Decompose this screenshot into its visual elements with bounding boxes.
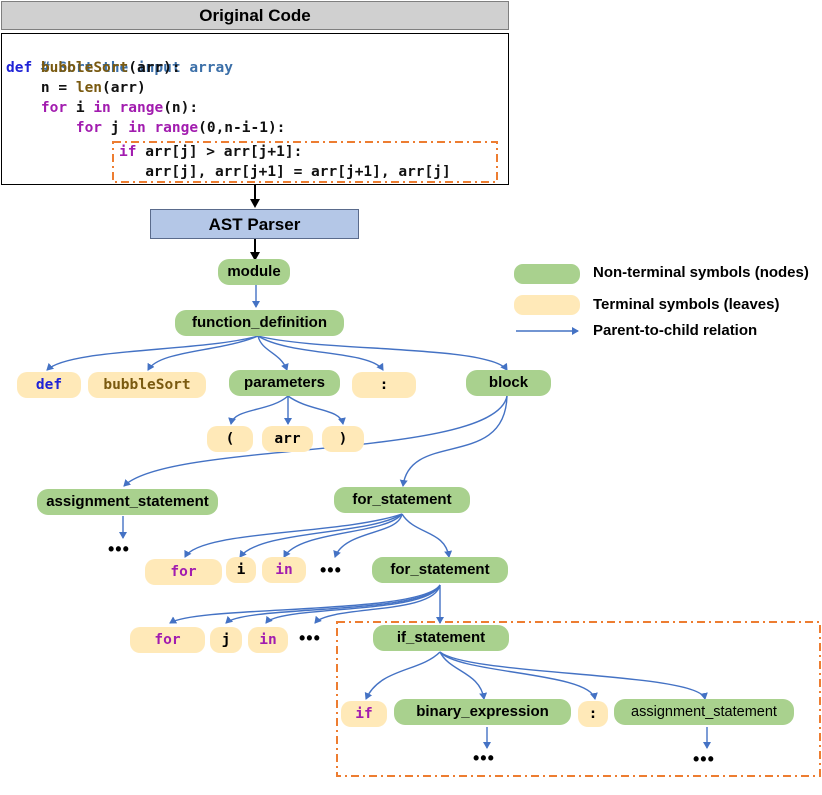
- code-keyword-in: in: [128, 120, 146, 136]
- code-text: arr[j] > arr[j+1]:: [136, 144, 303, 160]
- code-keyword-in: in: [93, 100, 111, 116]
- legend-relation-label: Parent-to-child relation: [593, 322, 758, 339]
- code-text: j: [102, 120, 129, 136]
- code-text: i: [67, 100, 94, 116]
- code-keyword-range: range: [154, 120, 199, 136]
- node-block: block: [466, 370, 551, 396]
- leaf-in-inner: in: [248, 627, 288, 653]
- code-panel: # Sort the input array def bubbleSort(ar…: [1, 33, 509, 185]
- code-keyword-if: if: [119, 144, 137, 160]
- code-keyword-for: for: [75, 120, 103, 136]
- code-line-2: def bubbleSort(arr):: [6, 58, 181, 78]
- ellipsis-assignment: •••: [108, 539, 130, 559]
- ellipsis-binary-expression: •••: [473, 748, 495, 768]
- edge-params-lparen: [228, 395, 289, 425]
- edge-params-rparen: [287, 395, 346, 425]
- ellipsis-assignment-inner: •••: [693, 749, 715, 769]
- legend-terminal-label: Terminal symbols (leaves): [593, 296, 780, 313]
- edge-for2-for: [169, 584, 441, 624]
- leaf-arr: arr: [262, 426, 313, 452]
- ellipsis-for-outer: •••: [320, 560, 342, 580]
- edge-if-colon: [439, 651, 598, 700]
- leaf-for-outer: for: [145, 559, 222, 585]
- code-text: n =: [40, 80, 76, 96]
- edge-funcdef-bubblesort: [147, 335, 259, 371]
- leaf-for-inner: for: [130, 627, 205, 653]
- edge-funcdef-colon: [257, 335, 384, 371]
- code-text: (arr):: [128, 60, 181, 76]
- leaf-lparen: (: [207, 426, 253, 452]
- leaf-bubblesort: bubbleSort: [88, 372, 206, 398]
- node-for-statement-outer: for_statement: [334, 487, 470, 513]
- leaf-rparen: ): [322, 426, 364, 452]
- node-binary-expression: binary_expression: [394, 699, 571, 725]
- node-parameters: parameters: [229, 370, 340, 396]
- code-line-1: # Sort the input array: [6, 38, 233, 98]
- code-text: (n):: [163, 100, 199, 116]
- leaf-if: if: [341, 701, 387, 727]
- edge-funcdef-block: [257, 335, 508, 371]
- code-text: arr[j], arr[j+1] = arr[j+1], arr[j]: [119, 164, 451, 180]
- node-function-definition: function_definition: [175, 310, 344, 336]
- edge-for1-i: [239, 513, 403, 558]
- code-text: (arr): [102, 80, 146, 96]
- ellipsis-for-inner: •••: [299, 628, 321, 648]
- ast-parser-box: AST Parser: [150, 209, 359, 239]
- node-for-statement-inner: for_statement: [372, 557, 508, 583]
- code-text: (0,n-i-1):: [198, 120, 286, 136]
- edge-block-for: [399, 395, 508, 487]
- node-assignment-statement: assignment_statement: [37, 489, 218, 515]
- code-keyword-range: range: [119, 100, 164, 116]
- code-line-5: for j in range(0,n-i-1):: [6, 118, 286, 138]
- edge-for2-j: [225, 584, 441, 624]
- edge-for1-for2: [401, 513, 453, 558]
- node-if-statement: if_statement: [373, 625, 509, 651]
- edge-if-binexpr: [439, 651, 488, 700]
- code-keyword-def: def: [6, 60, 33, 76]
- leaf-i: i: [226, 557, 256, 583]
- edge-for2-dots: [314, 584, 441, 624]
- subtree-highlight-box: [336, 621, 821, 777]
- edge-funcdef-parameters: [257, 335, 289, 371]
- code-function-name: bubbleSort: [40, 60, 129, 76]
- code-keyword-for: for: [40, 100, 68, 116]
- edge-block-assignment: [123, 395, 508, 487]
- edge-if-assignment: [439, 651, 708, 700]
- code-builtin-len: len: [75, 80, 103, 96]
- leaf-j: j: [210, 627, 242, 653]
- code-highlight-box: [112, 141, 498, 183]
- original-code-title: Original Code: [1, 1, 509, 30]
- legend-nonterminal-label: Non-terminal symbols (nodes): [593, 264, 809, 281]
- edge-for1-dots: [333, 513, 403, 558]
- node-module: module: [218, 259, 290, 285]
- code-line-3: n = len(arr): [6, 78, 146, 98]
- edge-funcdef-def: [46, 335, 259, 371]
- node-assignment-statement-inner: assignment_statement: [614, 699, 794, 725]
- legend-nonterminal-swatch: [514, 264, 580, 284]
- edge-for1-in: [283, 513, 403, 558]
- edge-if-if: [364, 651, 441, 700]
- legend-terminal-swatch: [514, 295, 580, 315]
- leaf-colon: :: [352, 372, 416, 398]
- leaf-colon-if: :: [578, 701, 608, 727]
- code-line-7: arr[j], arr[j+1] = arr[j+1], arr[j]: [119, 162, 451, 182]
- edge-for2-in: [265, 584, 441, 624]
- leaf-in-outer: in: [262, 557, 306, 583]
- leaf-def: def: [17, 372, 81, 398]
- code-line-4: for i in range(n):: [6, 98, 198, 118]
- code-line-6: if arr[j] > arr[j+1]:: [119, 142, 302, 162]
- code-comment: # Sort the input array: [40, 60, 233, 76]
- edge-for1-for: [184, 513, 403, 558]
